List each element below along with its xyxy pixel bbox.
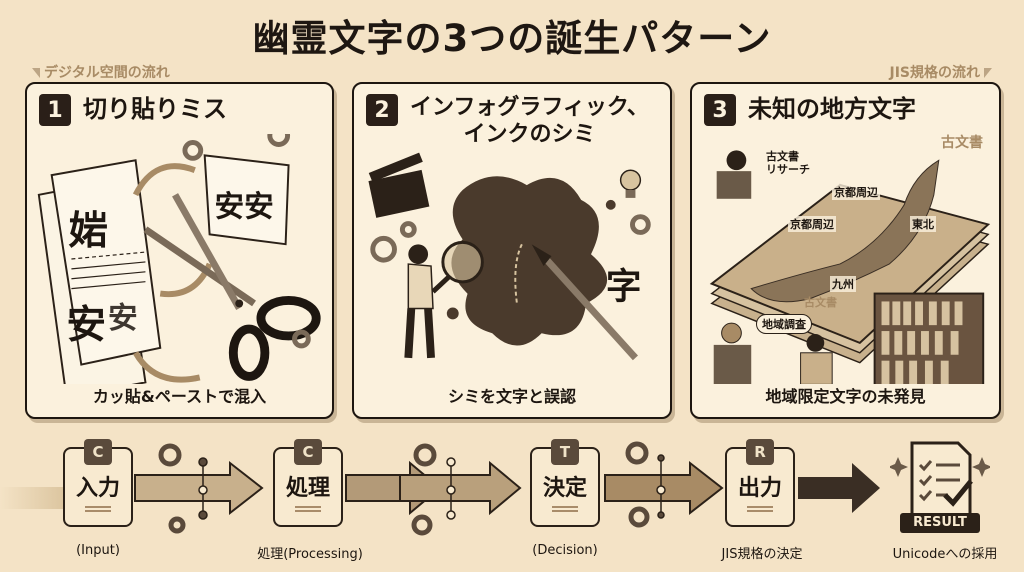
node-badge: C — [84, 439, 112, 465]
node-label: 出力 — [737, 476, 782, 501]
people-icon — [713, 322, 833, 384]
mistaken-glyph: 字 — [606, 267, 642, 308]
document-label: 古文書 — [804, 296, 837, 309]
panel-number: 3 — [704, 94, 736, 126]
lightbulb-icon — [619, 169, 642, 198]
panel-ink-stain: 2 インフォグラフィック、 インクのシミ 字 — [352, 82, 672, 419]
brush-icon — [531, 244, 639, 361]
svg-text:安: 安 — [108, 301, 138, 335]
lines-icon — [747, 506, 773, 512]
result-sublabel: Unicodeへの採用 — [892, 547, 998, 562]
clapperboard-icon — [368, 152, 430, 218]
paper-icon — [203, 154, 290, 246]
ghost-glyph: 㛧 — [68, 208, 107, 254]
node-label: 処理 — [285, 476, 330, 501]
connector-icon — [198, 454, 666, 520]
ink-stain-illustration: 字 — [368, 152, 651, 361]
node-label: 入力 — [75, 476, 120, 501]
svg-text:安: 安 — [66, 302, 105, 348]
kyoto-label: 京都周辺 — [788, 216, 836, 232]
result-badge: RESULT — [913, 515, 967, 530]
panel-cut-paste: 1 切り貼りミス 㛧 安 安 安安 — [25, 82, 334, 419]
ink-blot-icon — [446, 176, 616, 346]
node-badge: C — [294, 439, 322, 465]
tohoku-label: 東北 — [910, 216, 936, 232]
flow-node-output: R 出力 — [725, 439, 795, 527]
svg-text:安安: 安安 — [215, 190, 274, 224]
gear-icon — [370, 214, 651, 263]
panel-title: インフォグラフィック、 インクのシミ — [410, 95, 649, 147]
bookshelf-icon — [873, 292, 985, 384]
node-badge: T — [551, 439, 579, 465]
node-label: 決定 — [542, 476, 587, 501]
research-label: 古文書 リサーチ — [764, 150, 812, 176]
speech-bubble: 地域調査 — [756, 314, 812, 334]
flow-arrows — [134, 441, 880, 536]
paper-icon — [37, 159, 162, 384]
triangle-icon — [32, 68, 40, 78]
kyushu-label: 九州 — [830, 276, 856, 292]
page-title: 幽霊文字の3つの誕生パターン — [252, 17, 772, 60]
lines-icon — [552, 506, 578, 512]
result-document: RESULT — [888, 435, 992, 535]
checklist-icon — [888, 441, 992, 533]
kyoto-label: 京都周辺 — [832, 184, 880, 200]
arrow-icon — [134, 460, 880, 516]
digital-flow-label: デジタル空間の流れ — [32, 62, 170, 82]
panel-number: 1 — [39, 94, 71, 126]
scissors-icon — [143, 193, 321, 381]
gear-icon — [158, 441, 650, 536]
cut-paste-illustration: 㛧 安 安 安安 — [37, 134, 321, 384]
node-badge: R — [746, 439, 774, 465]
ancient-document-label: 古文書 — [941, 135, 983, 151]
lines-icon — [295, 506, 321, 512]
researcher-icon — [716, 150, 752, 199]
flow-node-processing: C 処理 — [273, 439, 343, 527]
lines-icon — [85, 506, 111, 512]
panel-caption: 地域限定文字の未発見 — [765, 387, 926, 406]
process-flow: C 入力 (Input) C 処理 処理(Processing) T 決定 (D… — [0, 425, 1024, 572]
panel-local-characters: 3 未知の地方文字 古文書 古文書 リサーチ — [690, 82, 1001, 419]
node-sublabel: JIS規格の決定 — [721, 547, 803, 562]
panel-caption: シミを文字と誤認 — [447, 387, 576, 406]
flow-band — [0, 487, 80, 509]
flow-node-decision: T 決定 — [530, 439, 600, 527]
gear-icon — [182, 134, 311, 349]
person-icon — [404, 244, 435, 359]
panel-title: 切り貼りミス — [83, 95, 227, 123]
node-sublabel: (Decision) — [532, 543, 598, 558]
flow-node-input: C 入力 — [63, 439, 133, 527]
local-characters-illustration — [709, 150, 991, 384]
node-sublabel: (Input) — [76, 543, 120, 558]
sparkle-icon — [888, 457, 992, 477]
triangle-icon — [984, 68, 992, 78]
panel-title: 未知の地方文字 — [748, 95, 916, 123]
panel-caption: カッ貼&ペーストで混入 — [92, 387, 267, 406]
jis-flow-label: JIS規格の流れ — [889, 62, 992, 82]
magnifier-icon — [431, 240, 484, 294]
panel-number: 2 — [366, 94, 398, 126]
node-sublabel: 処理(Processing) — [257, 547, 363, 562]
